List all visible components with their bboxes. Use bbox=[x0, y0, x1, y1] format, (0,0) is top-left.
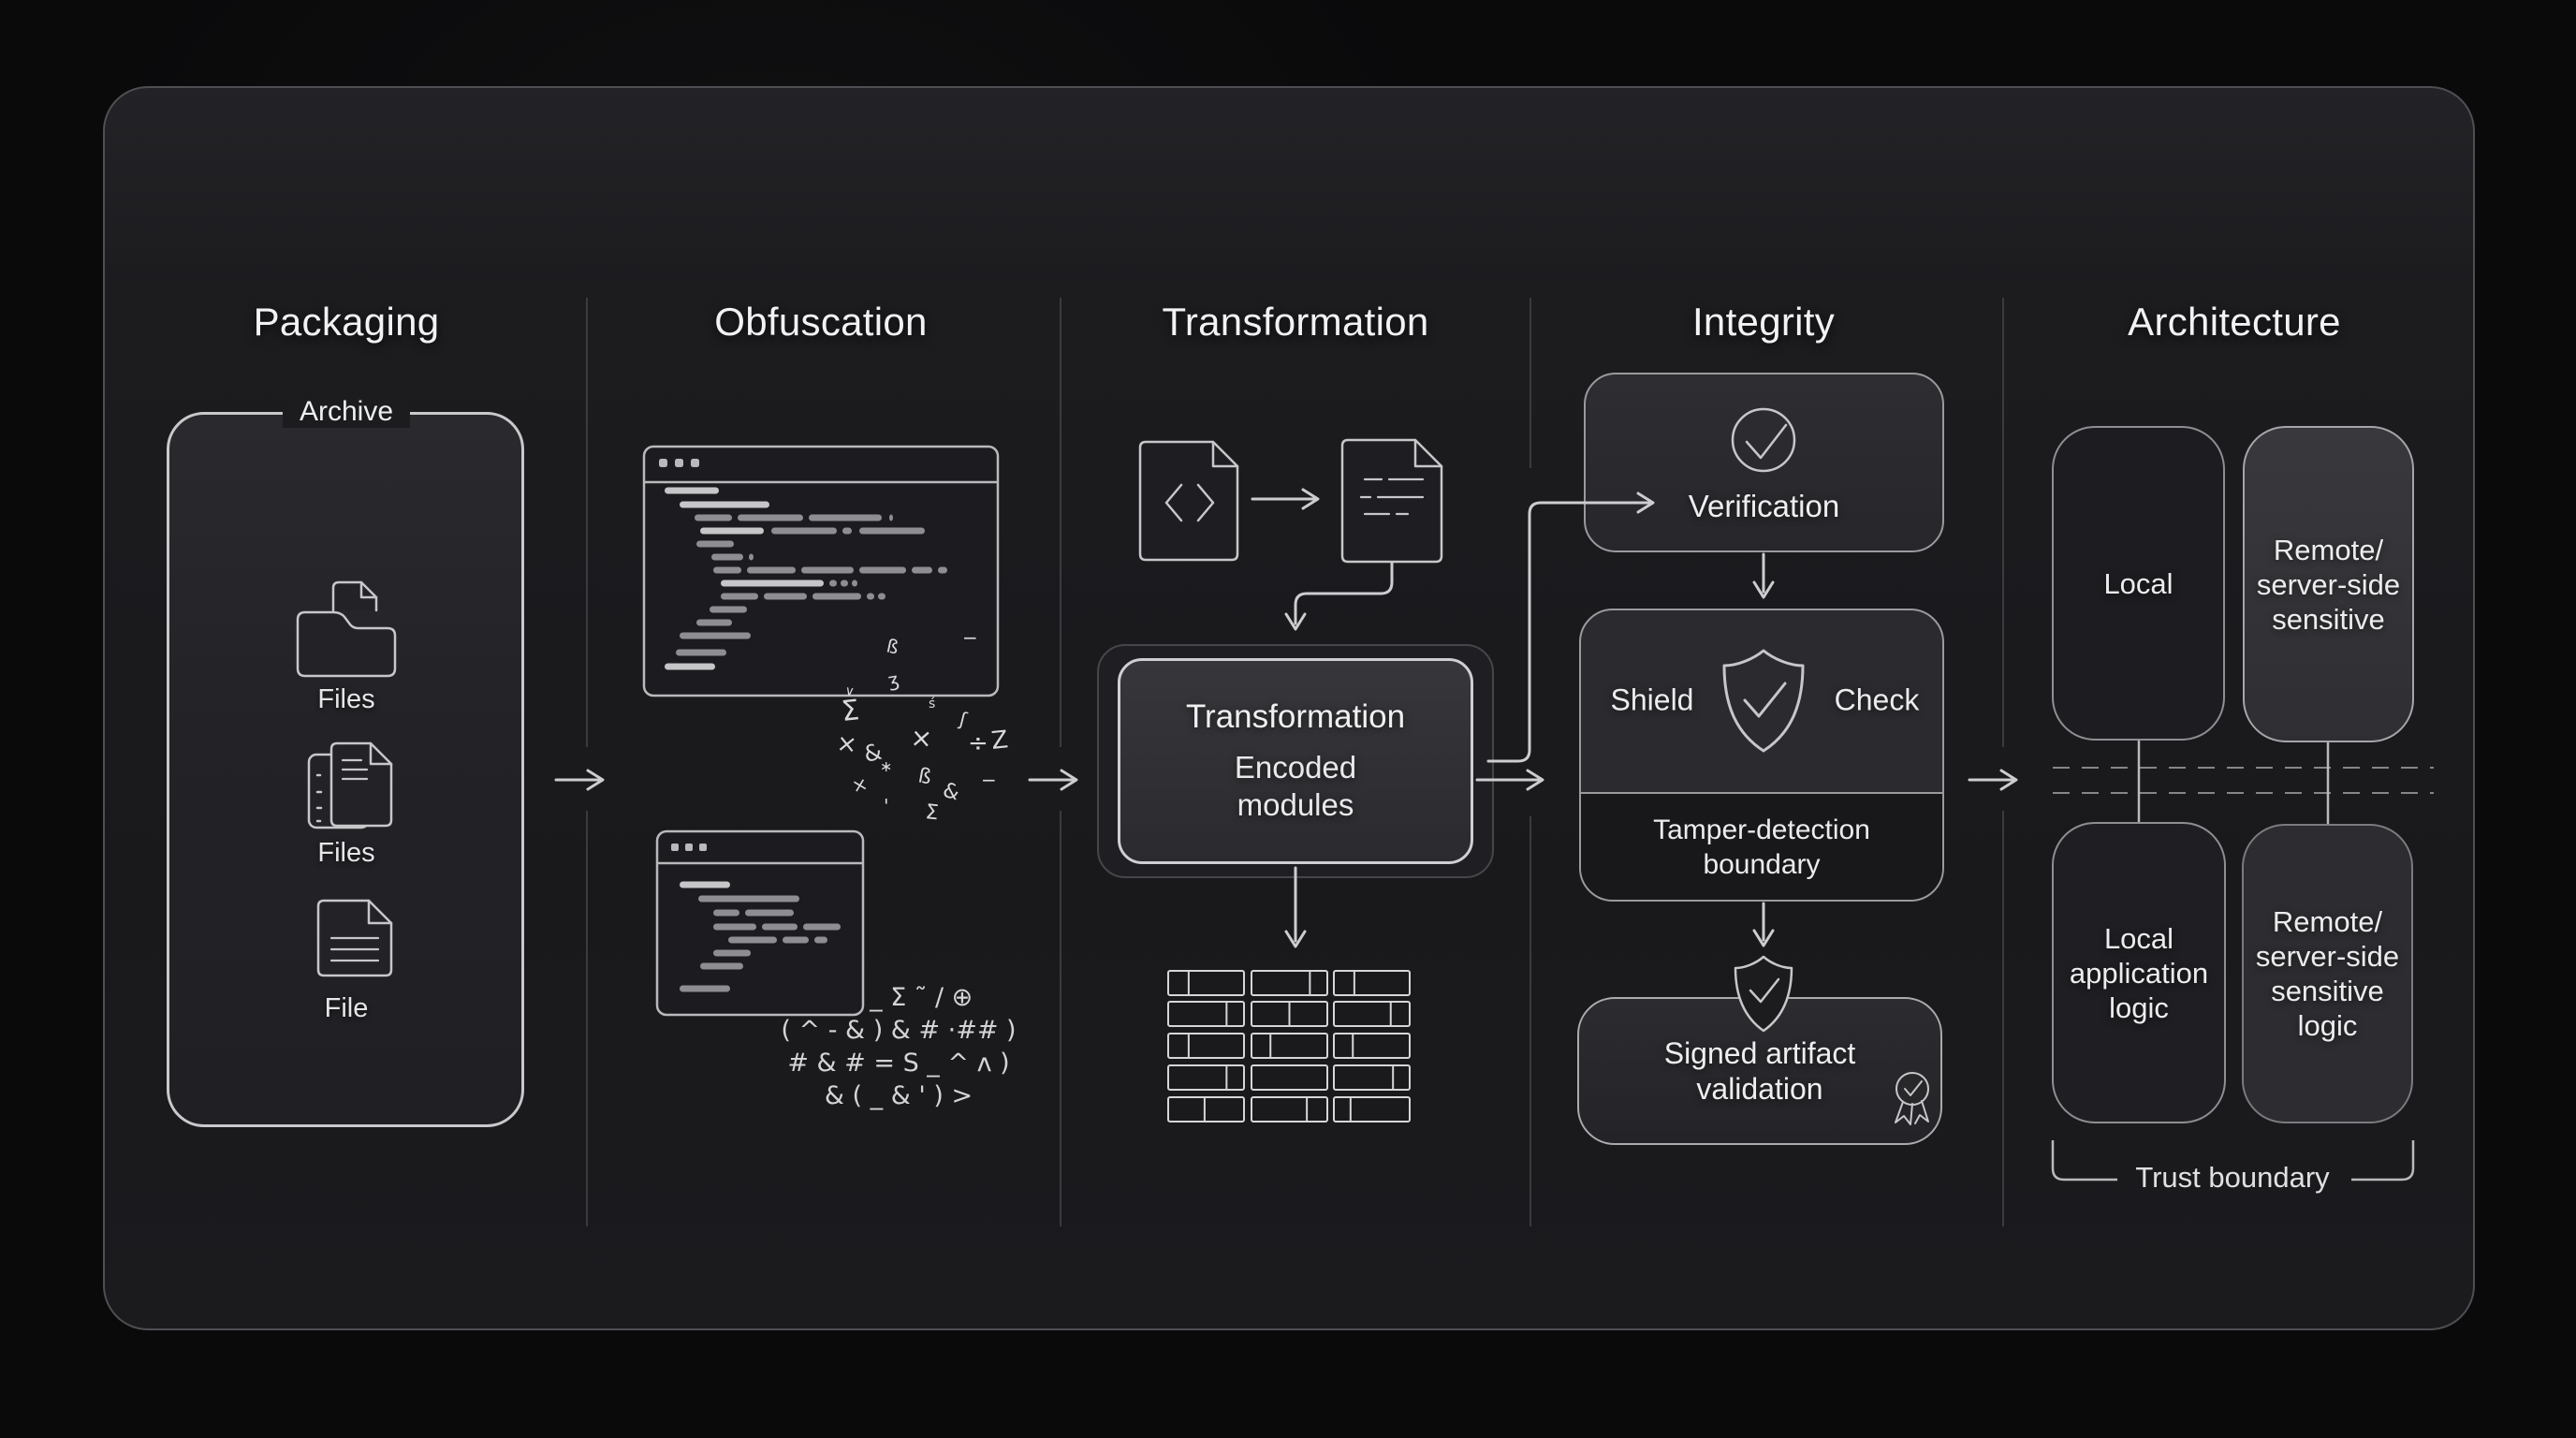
column-title-integrity: Integrity bbox=[1691, 300, 1836, 344]
transformation-box-subtitle: Encoded modules bbox=[1234, 750, 1357, 822]
local-logic-label: Local application logic bbox=[2069, 921, 2209, 1024]
remote-logic-label: Remote/ server-side sensitive logic bbox=[2255, 905, 2400, 1042]
signed-artifact-label: Signed artifact validation bbox=[1663, 1036, 1856, 1106]
local-application-logic-box: Local application logic bbox=[2052, 822, 2226, 1123]
tamper-detection-label: Tamper-detection boundary bbox=[1653, 814, 1870, 880]
shield-check-box: Shield Check Tamper-detection boundary bbox=[1579, 609, 1944, 902]
local-label: Local bbox=[2103, 566, 2174, 600]
transformation-box-title: Transformation bbox=[1185, 698, 1406, 735]
tamper-detection-section: Tamper-detection boundary bbox=[1581, 792, 1942, 900]
archive-box-label: Archive bbox=[282, 396, 411, 428]
verification-label: Verification bbox=[1688, 489, 1840, 523]
verification-box: Verification bbox=[1584, 373, 1944, 552]
column-title-transformation: Transformation bbox=[1162, 300, 1429, 344]
shield-label: Shield bbox=[1610, 682, 1694, 717]
column-title-obfuscation: Obfuscation bbox=[714, 300, 928, 344]
signed-artifact-box: Signed artifact validation bbox=[1577, 997, 1942, 1145]
obfuscated-line: & ( _ & ' ) > bbox=[824, 1081, 973, 1110]
obfuscated-line: ◇ ( _ Σ ˜ / ⊕ bbox=[824, 983, 973, 1012]
folder-item-label: Files bbox=[317, 684, 375, 714]
obfuscated-symbol-lines: ◇ ( _ Σ ˜ / ⊕ ( ^ - & ) & # ·## ) # & # … bbox=[739, 981, 1058, 1112]
transformation-box: Transformation Encoded modules bbox=[1118, 658, 1473, 864]
obfuscated-line: # & # = S _ ^ ʌ ) bbox=[787, 1049, 1010, 1078]
trust-boundary-label: Trust boundary bbox=[2135, 1161, 2330, 1194]
column-title-packaging: Packaging bbox=[253, 300, 440, 344]
column-title-architecture: Architecture bbox=[2128, 300, 2341, 344]
file-item-label: File bbox=[324, 993, 369, 1023]
obfuscated-line: ( ^ - & ) & # ·## ) bbox=[781, 1016, 1017, 1045]
check-label: Check bbox=[1834, 682, 1920, 717]
remote-server-side-box: Remote/ server-side sensitive bbox=[2243, 426, 2414, 742]
remote-logic-box: Remote/ server-side sensitive logic bbox=[2242, 824, 2413, 1123]
remote-label: Remote/ server-side sensitive bbox=[2256, 533, 2401, 636]
local-box: Local bbox=[2052, 426, 2225, 741]
files-item-label: Files bbox=[317, 838, 375, 868]
